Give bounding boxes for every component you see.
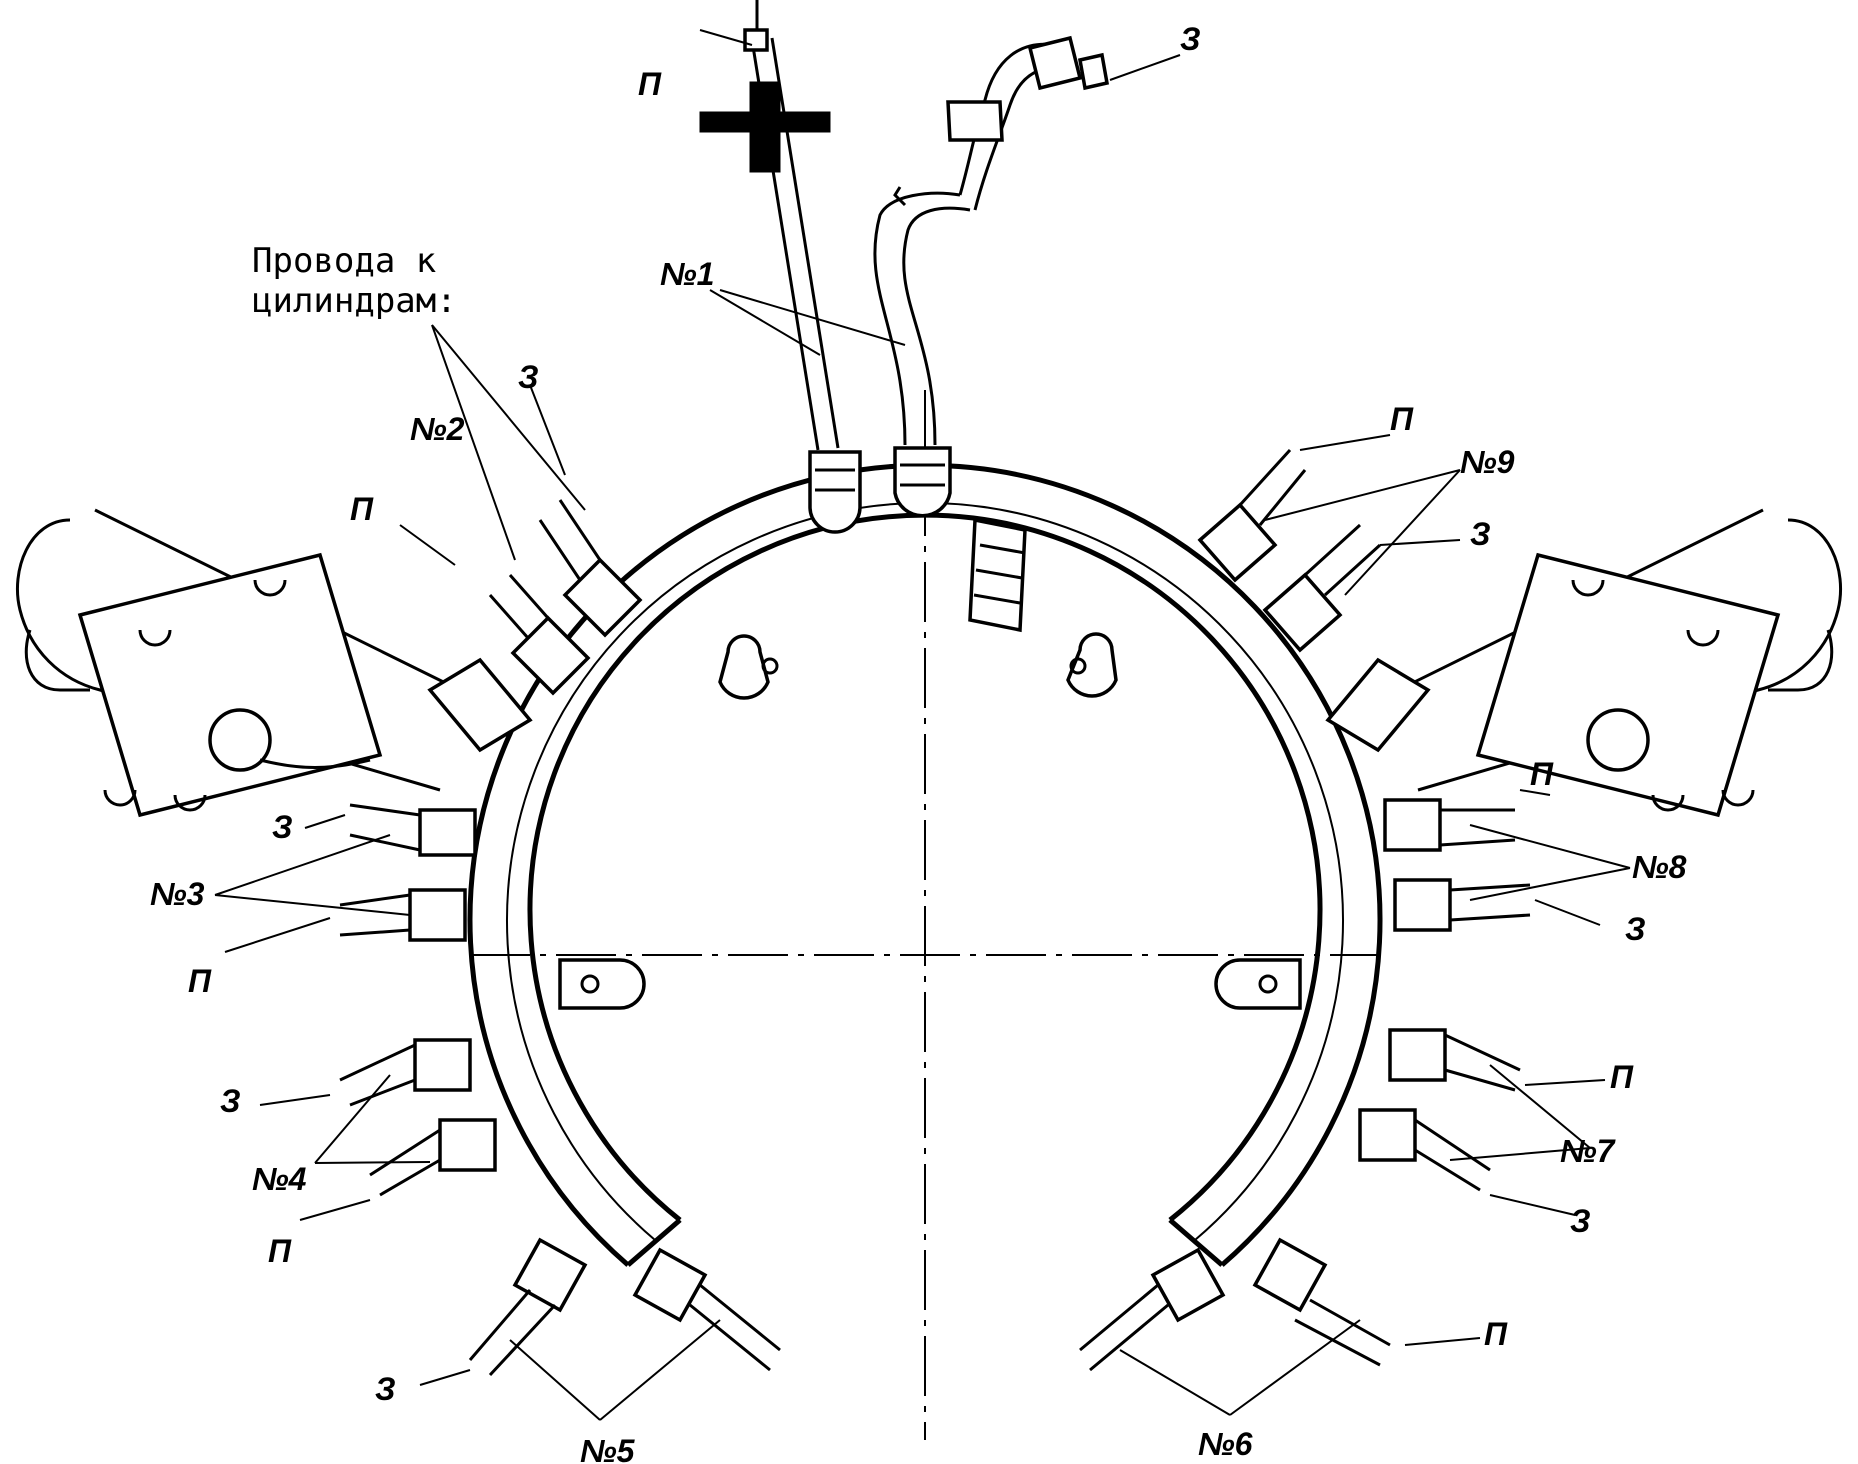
right-bracket-assembly [1325, 508, 1843, 818]
lead-outlet-c3-p [339, 888, 467, 942]
label-z-c9: З [1470, 516, 1491, 552]
label-p-c8: П [1530, 756, 1554, 792]
label-z-c7: З [1570, 1203, 1591, 1239]
label-p-c4: П [268, 1233, 292, 1269]
lead-outlet-c6-p [1252, 1237, 1391, 1367]
lead-outlet-c8-z [1393, 878, 1531, 932]
lead-outlet-c7-z [1358, 1108, 1491, 1192]
label-z-c1: З [1180, 21, 1201, 57]
lead-outlet-c4-z [339, 1038, 472, 1107]
label-p-c3: П [188, 963, 212, 999]
lead-outlet-c7-p [1388, 1028, 1521, 1092]
lead-outlet-c2-z [538, 499, 643, 638]
label-cylinder-6: №6 [1198, 1426, 1253, 1462]
label-z-c8: З [1625, 911, 1646, 947]
lead-outlet-c3-z [349, 803, 477, 857]
label-z-c5: З [375, 1371, 396, 1407]
left-bracket-assembly [15, 508, 533, 818]
lead-outlet-c2-p [488, 574, 591, 696]
cylinder-1-hose-lead [873, 35, 1110, 518]
lead-outlet-c4-p [369, 1118, 497, 1197]
lead-outlet-c9-p [1197, 448, 1307, 583]
label-cylinder-1: №1 [660, 256, 714, 292]
label-z-c2: З [518, 359, 539, 395]
label-z-c4: З [220, 1083, 241, 1119]
label-z-c3: З [272, 809, 293, 845]
label-p-c7: П [1610, 1059, 1634, 1095]
leader-lines [214, 29, 1631, 1421]
lead-outlet-c6-z [1079, 1247, 1226, 1372]
label-cylinder-9: №9 [1460, 444, 1515, 480]
label-cylinder-4: №4 [252, 1161, 307, 1197]
label-cylinder-3: №3 [150, 876, 205, 912]
mounting-lug-lower-right [1214, 958, 1302, 1010]
mounting-lug-upper-left [718, 634, 779, 700]
mounting-lug-lower-left [558, 958, 646, 1010]
lead-outlet-c8-p [1383, 798, 1516, 852]
label-p-c2: П [350, 491, 374, 527]
cylinder-1-rod-lead [699, 0, 862, 534]
label-cylinder-5: №5 [580, 1433, 636, 1464]
lead-outlet-c5-p [632, 1247, 781, 1372]
label-p-c6: П [1484, 1316, 1508, 1352]
lead-outlet-c5-z [468, 1237, 588, 1377]
label-cylinder-8: №8 [1632, 849, 1687, 885]
ring-coupling [968, 517, 1027, 633]
mounting-lug-upper-right [1066, 632, 1118, 698]
label-p-c1: П [638, 66, 662, 102]
label-p-c9: П [1390, 401, 1414, 437]
label-cylinder-7: №7 [1560, 1133, 1617, 1169]
caption-line-2: цилиндрам: [252, 281, 457, 321]
caption-line-1: Провода к [252, 241, 436, 281]
lead-outlet-c9-z [1262, 523, 1382, 653]
label-cylinder-2: №2 [410, 411, 465, 447]
